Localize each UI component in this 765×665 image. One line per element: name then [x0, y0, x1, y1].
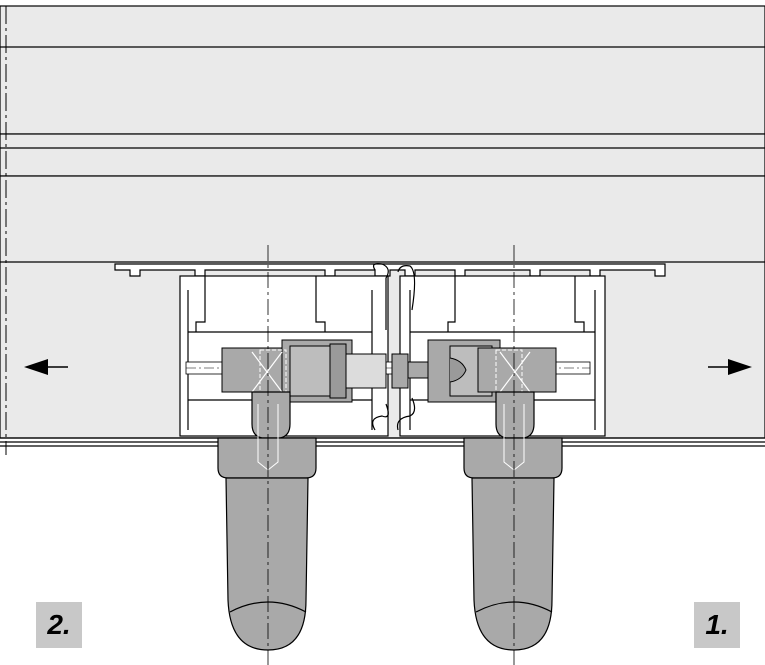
- arrow-left-icon: [24, 359, 68, 375]
- step-label-left: 2.: [36, 602, 82, 648]
- arrow-right-icon: [708, 359, 752, 375]
- step-label-right: 1.: [694, 602, 740, 648]
- left-handle: [217, 391, 317, 651]
- top-frame-panel: [0, 5, 765, 135]
- middle-frame-strip: [0, 133, 765, 177]
- left-lock-mechanism: [221, 339, 387, 403]
- right-lock-mechanism: [427, 339, 557, 403]
